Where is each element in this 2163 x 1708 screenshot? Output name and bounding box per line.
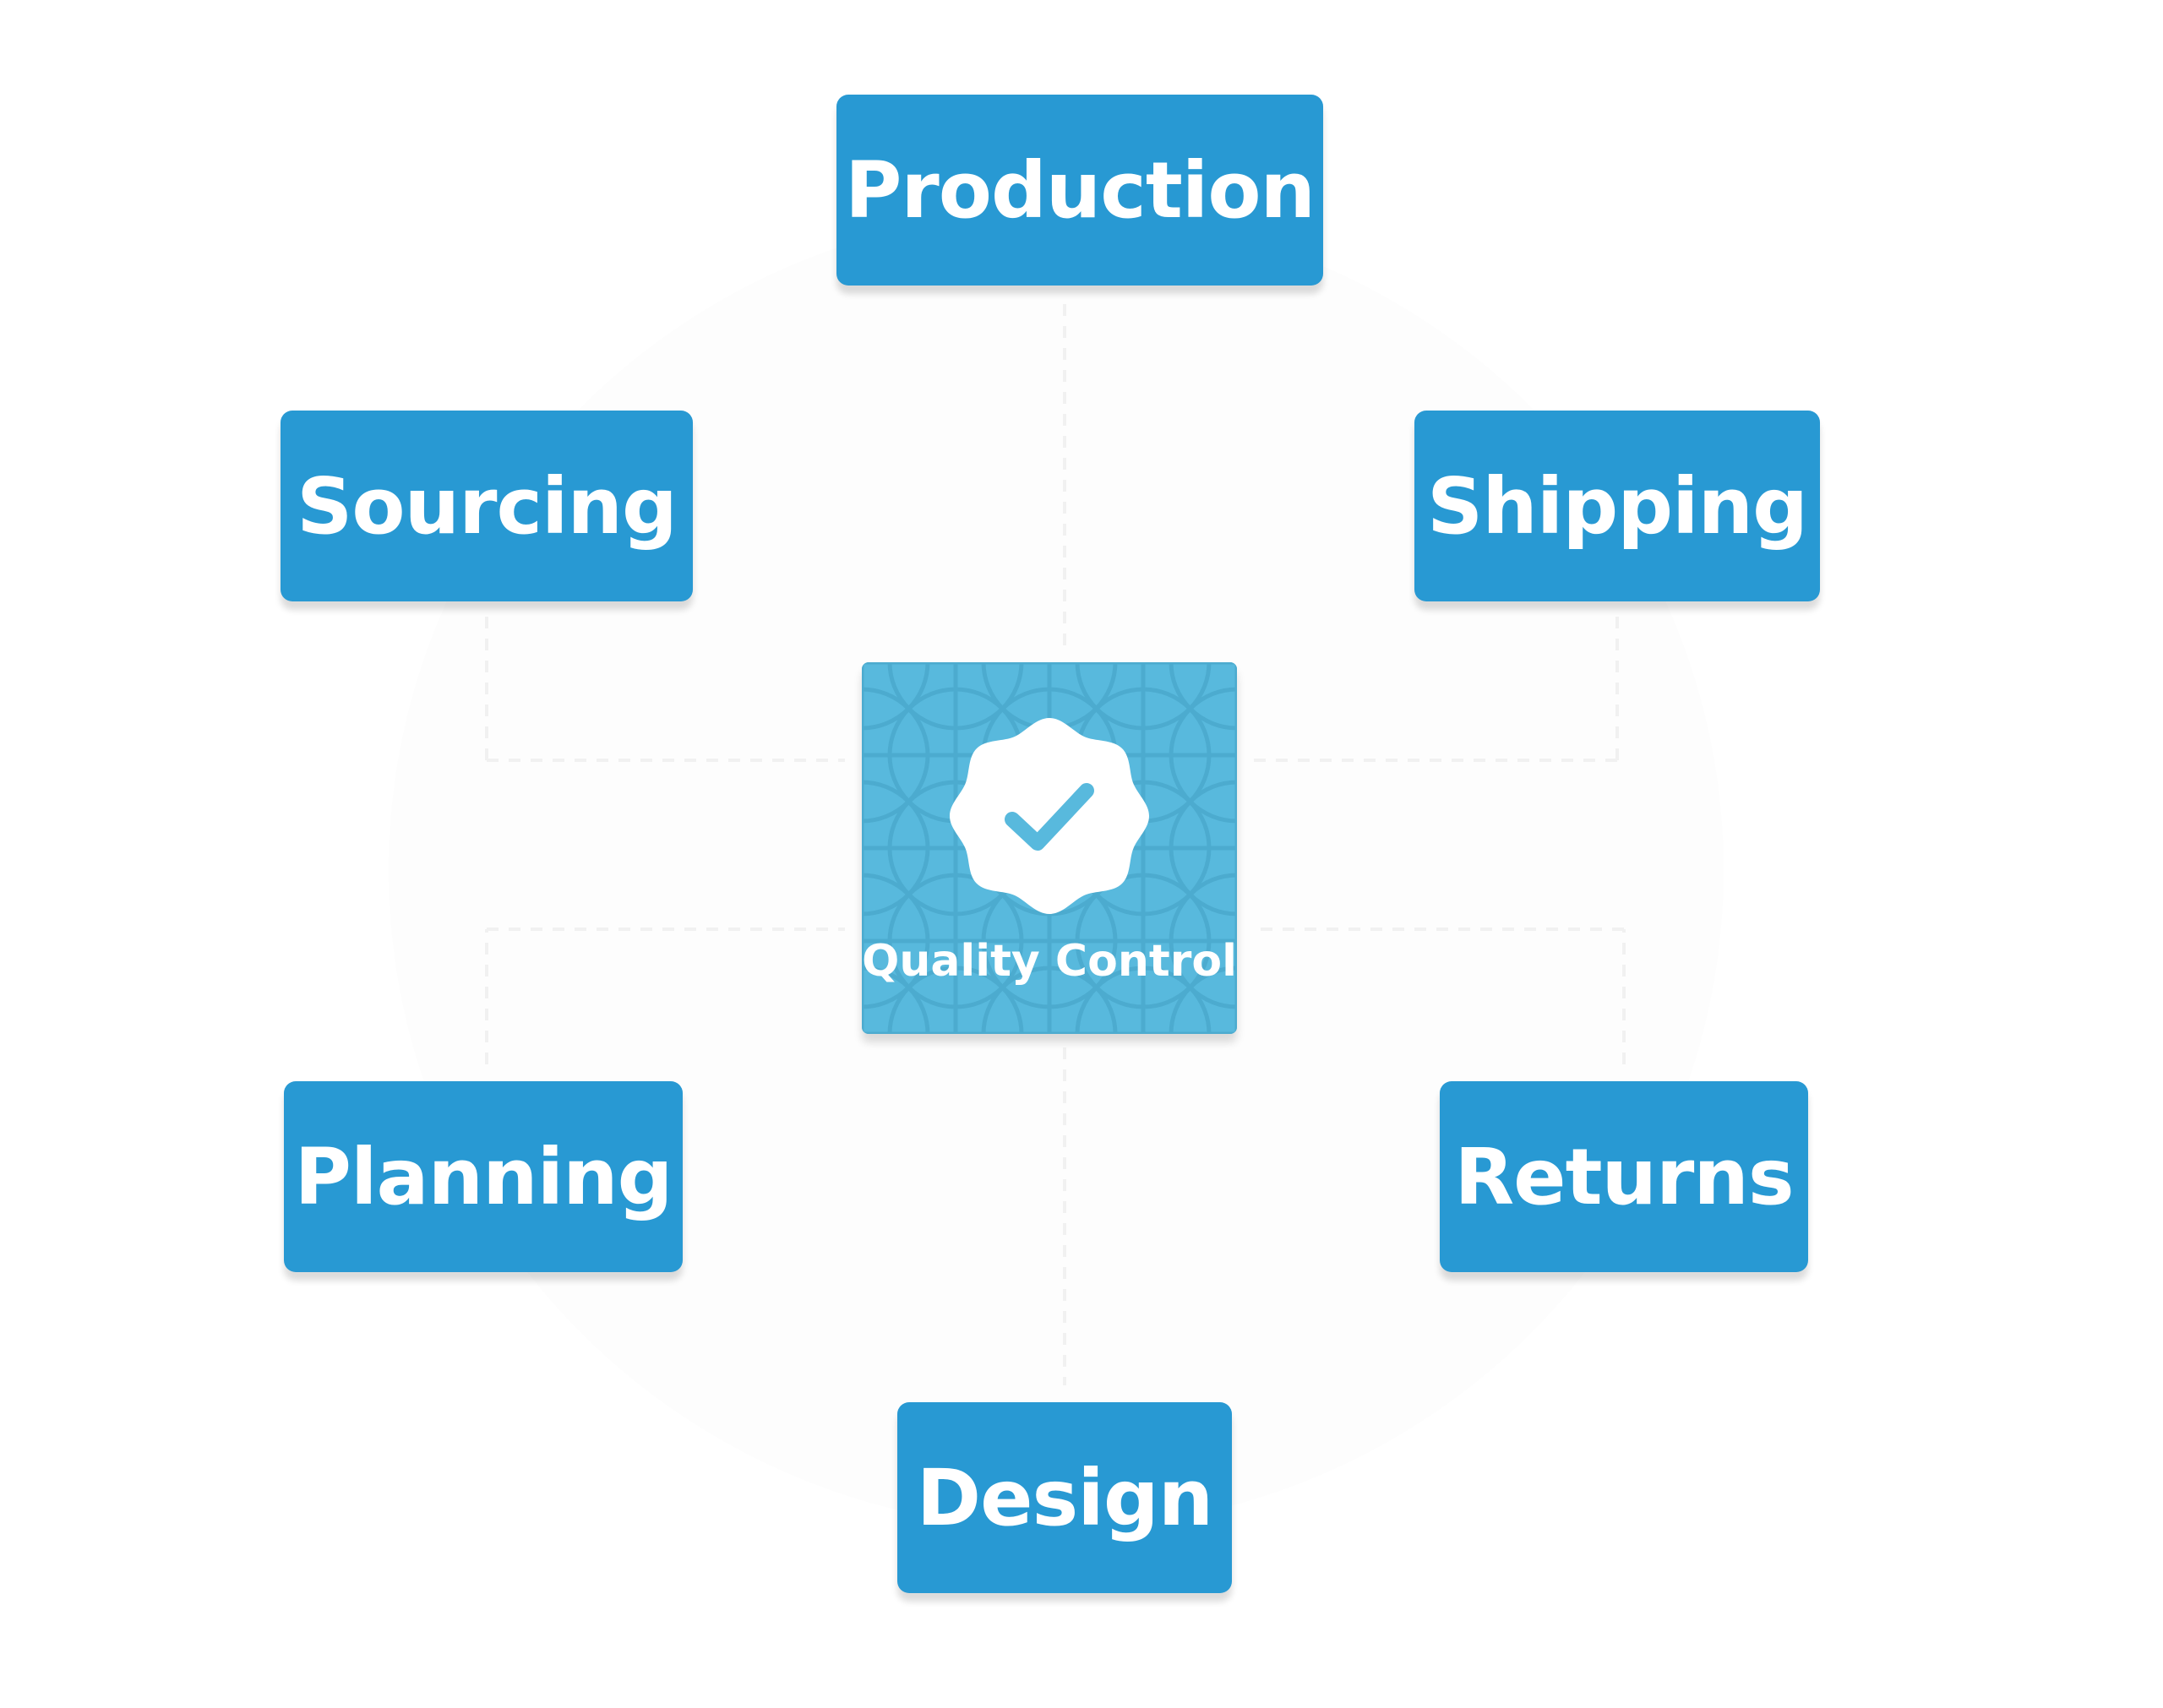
node-production: Production [836, 95, 1323, 286]
node-returns: Returns [1440, 1081, 1808, 1272]
hub-quality-control: Quality Control [862, 662, 1237, 1034]
node-design: Design [897, 1402, 1232, 1593]
hub-label: Quality Control [862, 936, 1237, 987]
node-planning: Planning [284, 1081, 683, 1272]
node-sourcing: Sourcing [281, 411, 693, 601]
node-shipping: Shipping [1414, 411, 1820, 601]
verified-badge-check-icon [950, 718, 1149, 914]
